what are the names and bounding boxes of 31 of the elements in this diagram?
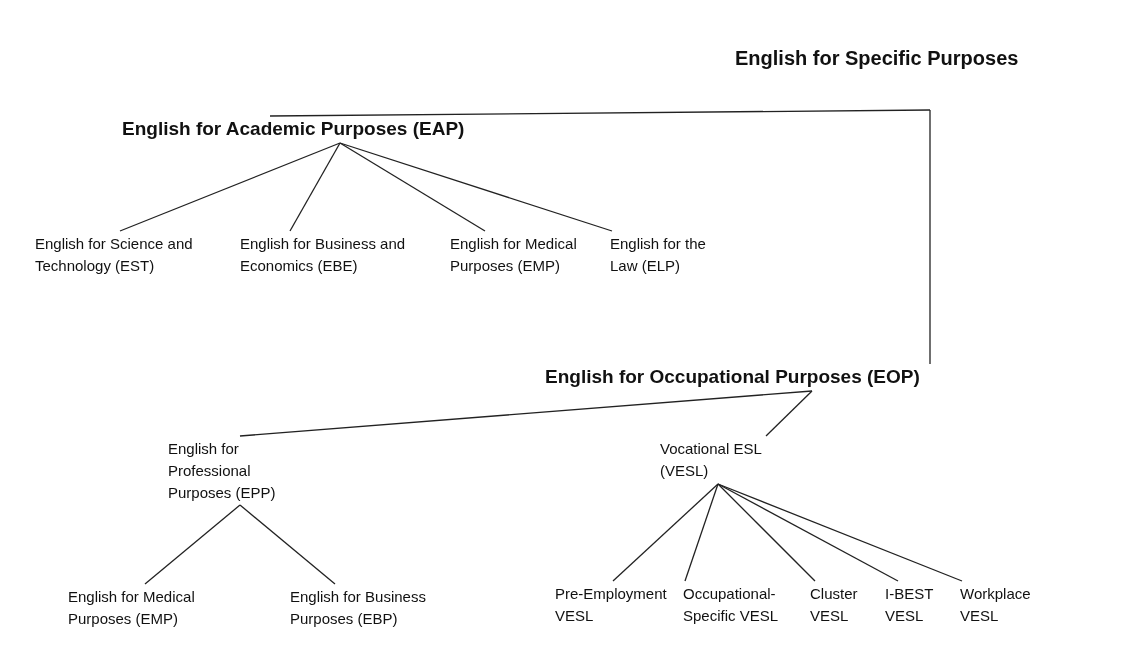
connector-line: [612, 483, 719, 582]
category-label: English for Medical Purposes (EMP): [68, 586, 233, 630]
connector-line: [929, 109, 931, 365]
category-label: English for Business and Economics (EBE): [240, 233, 410, 277]
connector-line: [717, 483, 963, 582]
connector-line: [289, 142, 341, 232]
category-heading: English for Occupational Purposes (EOP): [545, 366, 920, 389]
category-label: English for Professional Purposes (EPP): [168, 438, 318, 504]
connector-line: [765, 390, 813, 437]
connector-line: [717, 483, 899, 582]
connector-line: [239, 504, 336, 585]
category-label: I-BEST VESL: [885, 583, 947, 627]
connector-line: [339, 142, 486, 232]
category-label: Vocational ESL (VESL): [660, 438, 770, 482]
connector-line: [684, 483, 719, 582]
category-label: Workplace VESL: [960, 583, 1045, 627]
category-label: Pre-Employment VESL: [555, 583, 675, 627]
connector-line: [339, 142, 613, 232]
category-label: Cluster VESL: [810, 583, 872, 627]
connector-line: [717, 483, 816, 582]
connector-line: [269, 109, 931, 117]
category-label: English for the Law (ELP): [610, 233, 710, 277]
category-label: English for Science and Technology (EST): [35, 233, 215, 277]
connector-line: [239, 390, 813, 437]
category-label: English for Medical Purposes (EMP): [450, 233, 600, 277]
category-heading: English for Specific Purposes: [735, 46, 1019, 108]
category-heading: English for Academic Purposes (EAP): [122, 118, 465, 141]
category-label: Occupational-Specific VESL: [683, 583, 803, 627]
connector-line: [144, 504, 241, 585]
category-label: English for Business Purposes (EBP): [290, 586, 460, 630]
connector-line: [119, 142, 341, 232]
